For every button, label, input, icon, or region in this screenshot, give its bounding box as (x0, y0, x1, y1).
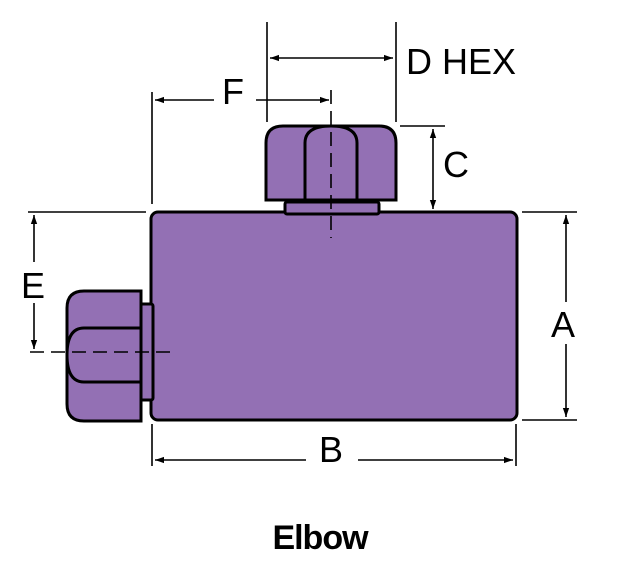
left-hex-nut (65, 289, 155, 423)
dim-label-c: C (443, 144, 469, 185)
dim-label-d: D HEX (406, 41, 516, 82)
dim-label-a: A (551, 304, 575, 345)
dim-label-e: E (21, 265, 45, 306)
dim-label-f: F (222, 71, 244, 112)
elbow-body (149, 210, 519, 422)
dim-label-b: B (319, 429, 343, 470)
figure-caption: Elbow (272, 519, 369, 557)
